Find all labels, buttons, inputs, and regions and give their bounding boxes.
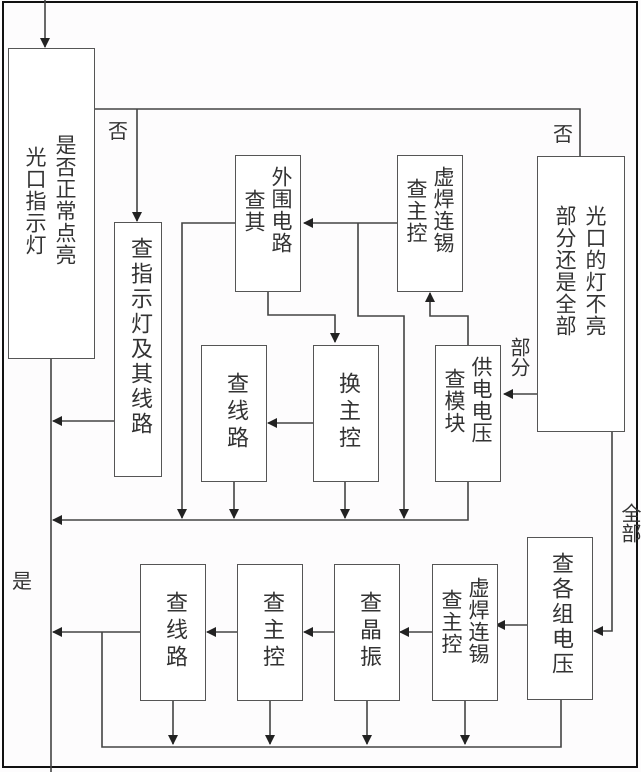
node-replace-main-label: 换主控 bbox=[335, 372, 360, 453]
node-partial-or-all-label-2: 部分还是全部 bbox=[553, 205, 577, 337]
node-check-crystal: 查晶振 bbox=[334, 564, 400, 701]
node-check-power-label-1: 供电电压 bbox=[469, 356, 493, 444]
edge-label-yes: 是 bbox=[12, 569, 32, 593]
edge-label-all: 全部 bbox=[618, 503, 641, 543]
edge-no-top bbox=[94, 108, 581, 156]
edge-bottom-collector bbox=[101, 632, 562, 748]
edge-peripheral-to-replace bbox=[267, 291, 340, 343]
node-check-power-label-2: 查模块 bbox=[442, 368, 466, 434]
node-start-label-1: 是否正常点亮 bbox=[53, 134, 77, 266]
node-replace-main: 换主控 bbox=[313, 345, 379, 482]
node-check-line-top: 查线路 bbox=[201, 345, 267, 482]
node-check-peripheral: 外围电路 查其 bbox=[235, 155, 301, 292]
node-check-indicator: 查指示灯及其线路 bbox=[114, 222, 162, 477]
node-start: 是否正常点亮 光口指示灯 bbox=[8, 48, 95, 359]
node-check-solder-bottom-label-1: 虚焊连锡 bbox=[466, 577, 490, 665]
node-check-line-bottom-label: 查线路 bbox=[162, 591, 187, 672]
node-check-power: 供电电压 查模块 bbox=[435, 345, 501, 482]
edge-all bbox=[593, 431, 613, 636]
node-check-solder-top-label-2: 查主控 bbox=[404, 178, 428, 244]
node-partial-or-all-label-1: 光口的灯不亮 bbox=[583, 205, 607, 337]
edge-label-no-left: 否 bbox=[108, 119, 128, 143]
node-partial-or-all: 光口的灯不亮 部分还是全部 bbox=[537, 156, 625, 432]
node-check-solder-bottom-label-2: 查主控 bbox=[439, 589, 463, 655]
node-check-main: 查主控 bbox=[237, 564, 303, 701]
edge-solder-down bbox=[357, 223, 409, 519]
node-check-solder-bottom: 虚焊连锡 查主控 bbox=[432, 564, 498, 701]
node-start-label-2: 光口指示灯 bbox=[23, 146, 47, 256]
edge-label-no-right: 否 bbox=[553, 122, 573, 146]
node-check-group-voltage-label: 查各组电压 bbox=[548, 552, 573, 677]
node-check-peripheral-label-1: 外围电路 bbox=[269, 166, 293, 254]
node-check-solder-top-label-1: 虚焊连锡 bbox=[431, 166, 455, 254]
edge-power-collector bbox=[52, 481, 469, 525]
edge-power-to-solder bbox=[425, 292, 469, 346]
node-check-main-label: 查主控 bbox=[259, 591, 284, 672]
node-check-crystal-label: 查晶振 bbox=[356, 591, 381, 672]
node-check-peripheral-label-2: 查其 bbox=[242, 189, 266, 233]
node-check-group-voltage: 查各组电压 bbox=[527, 537, 593, 700]
node-check-solder-top: 虚焊连锡 查主控 bbox=[397, 155, 463, 292]
edge-peripheral-down bbox=[177, 222, 236, 519]
node-check-line-top-label: 查线路 bbox=[223, 372, 248, 453]
node-check-indicator-label: 查指示灯及其线路 bbox=[127, 237, 152, 437]
edge-label-partial: 部分 bbox=[507, 337, 531, 377]
node-check-line-bottom: 查线路 bbox=[140, 564, 206, 701]
